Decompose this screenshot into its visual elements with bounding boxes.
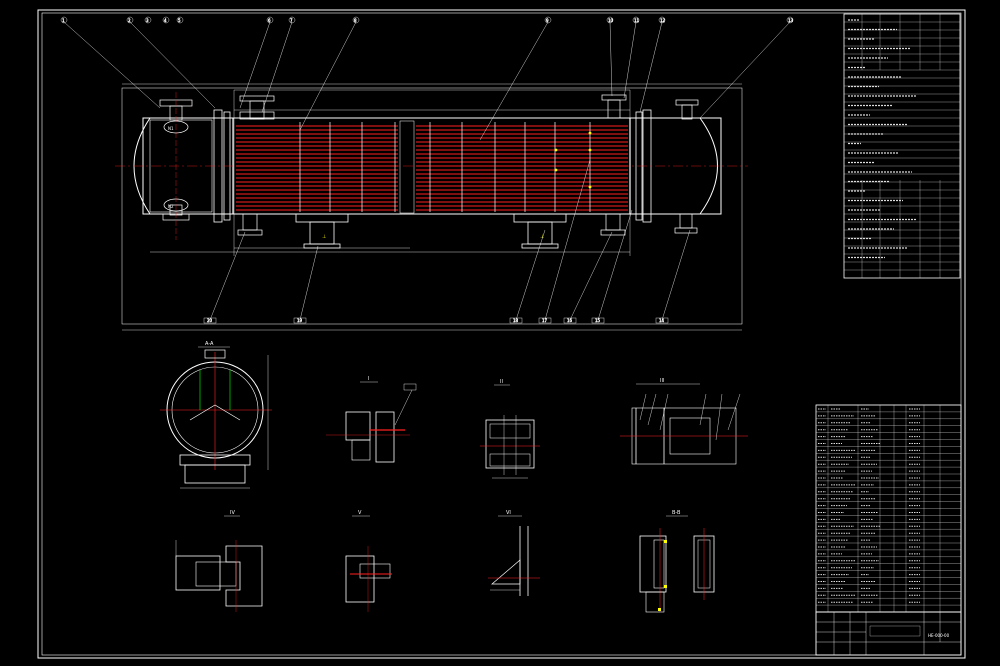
callout-number: 1 <box>62 18 65 23</box>
technical-characteristics-table <box>843 13 961 279</box>
drawing-code: HE-000-00 <box>928 633 950 638</box>
baffles <box>299 122 591 212</box>
callout-balloon <box>288 16 296 24</box>
detail-view-iv: IV <box>175 510 263 612</box>
callout-balloon <box>162 16 170 24</box>
callout-number: 6 <box>268 18 271 23</box>
saddle-supports <box>295 213 567 249</box>
callout-number: 20 <box>207 318 213 323</box>
callout-balloon <box>632 16 640 24</box>
inner-frame <box>41 12 962 656</box>
callout-number: 2 <box>128 18 131 23</box>
dimension-lines <box>122 83 742 331</box>
callout-balloon <box>176 16 184 24</box>
section-title-ii: II <box>500 379 503 385</box>
section-title-i: I <box>368 376 369 382</box>
tube-bundle <box>236 125 628 211</box>
section-title-vi: VI <box>506 510 511 516</box>
callout-number: 11 <box>634 18 640 23</box>
detail-view-i: I <box>326 376 417 463</box>
callout-box <box>203 317 217 324</box>
callout-number: 4 <box>164 18 167 23</box>
callout-box <box>509 317 523 324</box>
callout-box <box>293 317 307 324</box>
callout-number: 18 <box>513 318 519 323</box>
callout-balloon <box>266 16 274 24</box>
parts-list-table <box>815 404 962 613</box>
section-view-end: A-A <box>160 341 272 489</box>
callout-number: 13 <box>788 18 794 23</box>
callout-box <box>591 317 605 324</box>
section-title-iv: IV <box>230 510 235 516</box>
section-title-v: V <box>358 510 362 516</box>
callout-number: 19 <box>297 318 303 323</box>
callout-balloon <box>658 16 666 24</box>
callout-balloon <box>144 16 152 24</box>
nozzle-label-2: N2 <box>168 204 174 209</box>
leader-lines <box>63 21 791 321</box>
outer-frame <box>37 9 966 659</box>
detail-view-vi: VI <box>488 510 540 596</box>
callout-balloon <box>60 16 68 24</box>
callout-number: 14 <box>659 318 665 323</box>
detail-view-iii: III <box>620 378 748 465</box>
callout-balloon <box>786 16 794 24</box>
callout-balloon <box>352 16 360 24</box>
detail-view-ii: II <box>480 379 540 479</box>
callout-balloon <box>606 16 614 24</box>
section-view-bb: B-B <box>639 510 715 613</box>
callout-number: 15 <box>595 318 601 323</box>
svg-text:⊥: ⊥ <box>322 234 326 240</box>
callout-number: 17 <box>542 318 548 323</box>
callout-box <box>538 317 552 324</box>
callout-number: 10 <box>608 18 614 23</box>
callout-balloon <box>126 16 134 24</box>
callout-number: 16 <box>567 318 573 323</box>
callout-number: 9 <box>546 18 549 23</box>
callout-box <box>563 317 577 324</box>
nozzle-label-1: N1 <box>168 126 174 131</box>
left-nozzles <box>159 92 193 240</box>
callout-number: 3 <box>146 18 149 23</box>
section-title-aa: A-A <box>205 341 214 347</box>
title-block: HE-000-00 <box>815 611 962 656</box>
section-title-iii: III <box>660 378 664 384</box>
callout-balloon <box>544 16 552 24</box>
main-elevation-view: N1 N2 ⊥ <box>60 16 794 331</box>
callout-number: 8 <box>354 18 357 23</box>
svg-text:⊥: ⊥ <box>540 234 544 240</box>
callout-number: 12 <box>660 18 666 23</box>
detail-view-v: V <box>345 510 392 612</box>
callout-box <box>655 317 669 324</box>
section-title-bb: B-B <box>672 510 681 516</box>
callout-number: 5 <box>178 18 181 23</box>
callout-number: 7 <box>290 18 293 23</box>
